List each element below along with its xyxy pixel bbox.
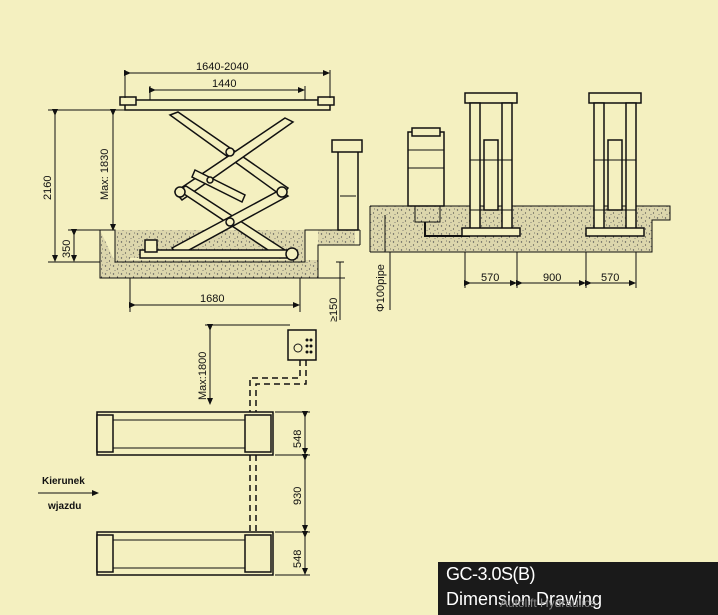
dim-top-overall: 1640-2040: [196, 61, 249, 73]
dim-total-height: 2160: [42, 176, 54, 200]
dim-col-mid: 900: [543, 272, 561, 284]
direction-label-1: Kierunek: [42, 476, 85, 487]
watermark-text: Autolift Hydraulics: [500, 596, 597, 610]
dim-pipe: Φ100pipe: [375, 264, 387, 312]
direction-label-2: wjazdu: [47, 501, 81, 512]
dim-min-gap: ≥150: [328, 298, 340, 322]
front-view: Φ100pipe 570 900 570: [369, 92, 671, 312]
dim-pit-depth: 350: [61, 240, 73, 258]
plan-view: Max:1800 548 930 548 Kierunek wjazdu: [38, 324, 317, 576]
side-view: 1640-2040 1440 Max: 1830 2160 350 1680 ≥…: [42, 61, 363, 322]
model-name: GC-3.0S(B): [446, 564, 536, 584]
dim-plat-gap: 930: [292, 487, 304, 505]
dim-max-height: Max: 1830: [99, 149, 111, 200]
dim-col-right: 570: [601, 272, 619, 284]
dim-top-inner: 1440: [212, 78, 236, 90]
title-block: GC-3.0S(B) Dimension Drawing: [438, 562, 718, 615]
dim-hose-length: Max:1800: [197, 352, 209, 400]
drawing-subtitle: Dimension Drawing: [446, 589, 603, 609]
dim-pit-length: 1680: [200, 293, 224, 305]
dim-col-left: 570: [481, 272, 499, 284]
dim-plat-bottom: 548: [292, 550, 304, 568]
dim-plat-top: 548: [292, 430, 304, 448]
